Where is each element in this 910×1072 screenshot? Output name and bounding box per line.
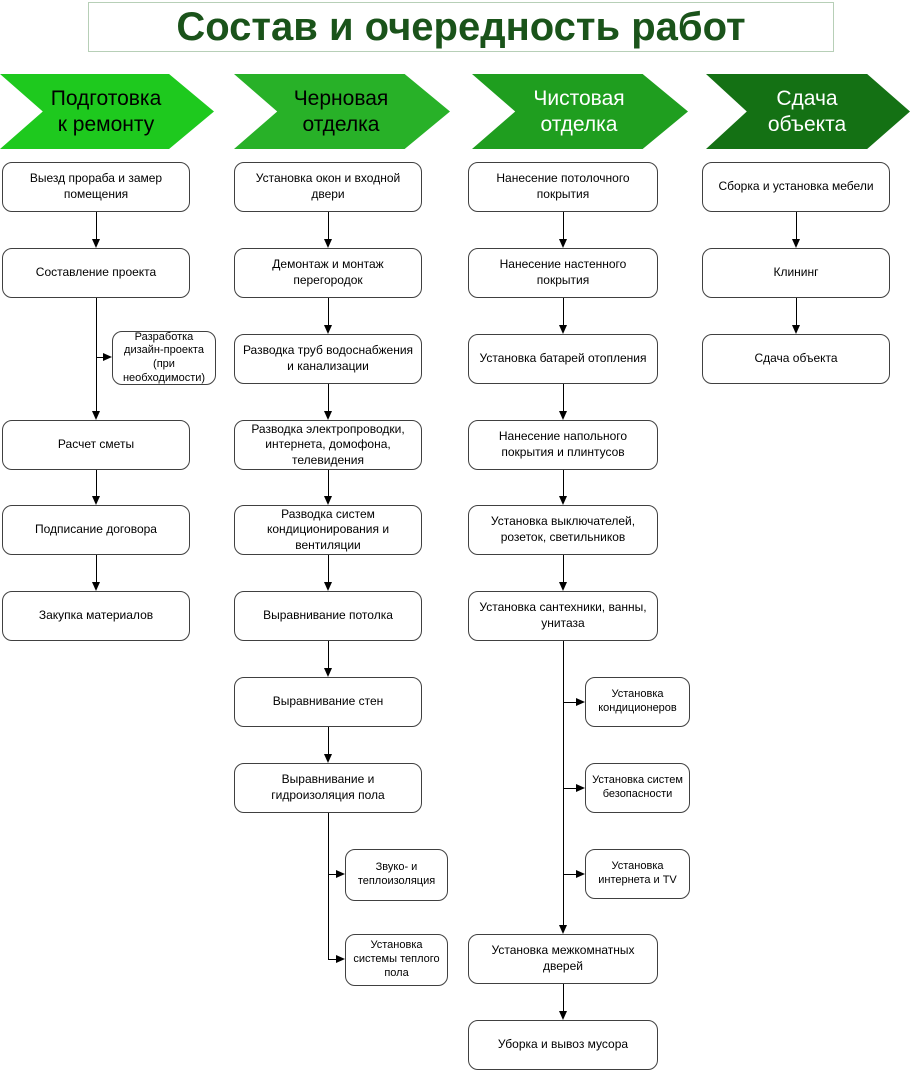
flow-line — [328, 212, 329, 239]
flow-line — [96, 555, 97, 582]
node-interior-doors: Установка межкомнатных дверей — [468, 934, 658, 984]
flow-line — [328, 298, 329, 325]
flow-line — [563, 298, 564, 325]
flow-arrowhead-down — [324, 239, 332, 248]
node-underfloor-heating: Установка системы теплого пола — [345, 934, 448, 986]
node-floor-leveling-waterproofing: Выравнивание и гидроизоляция пола — [234, 763, 422, 813]
flow-arrowhead-down — [559, 925, 567, 934]
node-electrical-wiring: Разводка электропроводки, интернета, дом… — [234, 420, 422, 470]
flow-arrowhead-down — [92, 582, 100, 591]
flow-arrowhead-down — [559, 1011, 567, 1020]
node-furniture-assembly: Сборка и установка мебели — [702, 162, 890, 212]
flow-arrowhead-down — [92, 411, 100, 420]
flow-line — [328, 641, 329, 668]
node-floor-finish-skirting: Нанесение напольного покрытия и плинтусо… — [468, 420, 658, 470]
flow-arrowhead-right — [576, 698, 585, 706]
flow-line — [96, 212, 97, 239]
flow-arrowhead-down — [559, 239, 567, 248]
branch-line — [328, 959, 336, 960]
node-contract-signing: Подписание договора — [2, 505, 190, 555]
flow-line — [328, 470, 329, 496]
flow-arrowhead-down — [324, 582, 332, 591]
flow-arrowhead-down — [559, 496, 567, 505]
flow-arrowhead-right — [336, 870, 345, 878]
flow-line — [563, 984, 564, 1011]
flow-arrowhead-down — [792, 239, 800, 248]
flow-arrowhead-down — [92, 496, 100, 505]
flow-line — [796, 298, 797, 325]
node-demolition-partitions: Демонтаж и монтаж перегородок — [234, 248, 422, 298]
flow-line — [328, 813, 329, 960]
node-design-project-optional: Разработка дизайн-проекта (при необходим… — [112, 331, 216, 385]
stage-arrow-handover: Сдача объекта — [706, 74, 910, 149]
flow-arrowhead-down — [324, 668, 332, 677]
flow-line — [328, 727, 329, 754]
flow-arrowhead-down — [92, 239, 100, 248]
flow-arrowhead-down — [324, 754, 332, 763]
flow-arrowhead-down — [324, 496, 332, 505]
node-ceiling-finish: Нанесение потолочного покрытия — [468, 162, 658, 212]
flow-arrowhead-down — [792, 325, 800, 334]
flow-line — [796, 212, 797, 239]
flow-arrowhead-right — [576, 870, 585, 878]
node-plumbing-fixtures: Установка сантехники, ванны, унитаза — [468, 591, 658, 641]
node-air-conditioners: Установка кондиционеров — [585, 677, 690, 727]
node-cost-estimate: Расчет сметы — [2, 420, 190, 470]
page-title: Состав и очередность работ — [88, 2, 834, 52]
node-cleaning: Клининг — [702, 248, 890, 298]
node-sound-heat-insulation: Звуко- и теплоизоляция — [345, 849, 448, 901]
flow-line — [96, 470, 97, 496]
flow-line — [563, 555, 564, 582]
branch-line — [328, 874, 336, 875]
flow-line — [328, 384, 329, 411]
node-ceiling-leveling: Выравнивание потолка — [234, 591, 422, 641]
node-wall-finish: Нанесение настенного покрытия — [468, 248, 658, 298]
flow-arrowhead-right — [103, 353, 112, 361]
branch-line — [563, 788, 576, 789]
flow-line — [563, 470, 564, 496]
flow-line — [563, 384, 564, 411]
flow-arrowhead-right — [576, 784, 585, 792]
node-water-sewage-piping: Разводка труб водоснабжения и канализаци… — [234, 334, 422, 384]
node-security-systems: Установка систем безопасности — [585, 763, 690, 813]
flow-arrowhead-down — [559, 411, 567, 420]
node-materials-purchase: Закупка материалов — [2, 591, 190, 641]
node-hvac-ducting: Разводка систем кондиционирования и вент… — [234, 505, 422, 555]
node-switches-sockets-lights: Установка выключателей, розеток, светиль… — [468, 505, 658, 555]
branch-line — [563, 702, 576, 703]
flow-arrowhead-down — [559, 582, 567, 591]
flow-line — [328, 555, 329, 582]
flow-arrowhead-down — [324, 411, 332, 420]
node-internet-tv: Установка интернета и TV — [585, 849, 690, 899]
flow-line — [563, 641, 564, 925]
node-site-visit-measure: Выезд прораба и замер помещения — [2, 162, 190, 212]
node-radiators-install: Установка батарей отопления — [468, 334, 658, 384]
node-wall-leveling: Выравнивание стен — [234, 677, 422, 727]
flow-line — [563, 212, 564, 239]
stage-arrow-preparation: Подготовка к ремонту — [0, 74, 214, 149]
flow-line — [96, 298, 97, 411]
node-windows-entry-door: Установка окон и входной двери — [234, 162, 422, 212]
branch-line — [563, 874, 576, 875]
node-project-drafting: Составление проекта — [2, 248, 190, 298]
node-handover: Сдача объекта — [702, 334, 890, 384]
flow-arrowhead-down — [559, 325, 567, 334]
flow-arrowhead-down — [324, 325, 332, 334]
stage-arrow-fine-finish: Чистовая отделка — [472, 74, 688, 149]
stage-arrow-rough-finish: Черновая отделка — [234, 74, 450, 149]
node-cleanup-waste-removal: Уборка и вывоз мусора — [468, 1020, 658, 1070]
branch-line — [96, 357, 104, 358]
flow-arrowhead-right — [336, 955, 345, 963]
